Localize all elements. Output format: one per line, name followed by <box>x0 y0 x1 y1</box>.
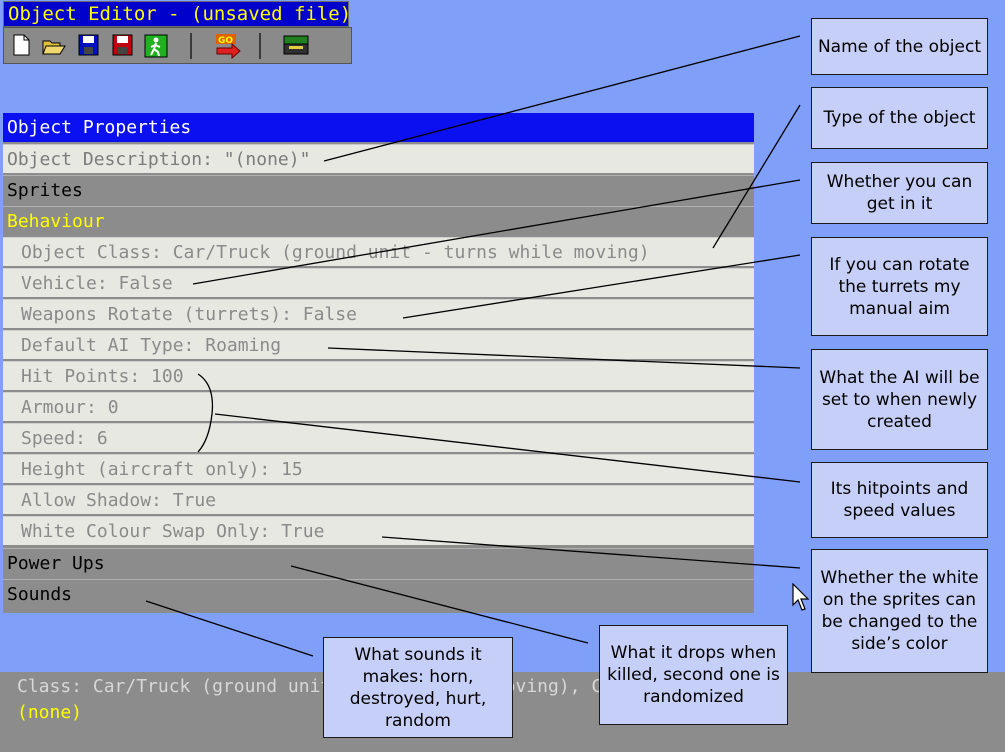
callout-vehicle: Whether you can get in it <box>811 162 988 224</box>
callout-sounds: What sounds it makes: horn, destroyed, h… <box>323 637 513 738</box>
callout-colour-swap: Whether the white on the sprites can be … <box>811 549 988 673</box>
behaviour-section[interactable]: Behaviour <box>3 206 754 235</box>
allow-shadow-row[interactable]: Allow Shadow: True <box>3 485 754 514</box>
mouse-cursor-icon <box>792 583 810 611</box>
default-ai-row[interactable]: Default AI Type: Roaming <box>3 330 754 359</box>
annotation-line <box>402 254 801 319</box>
callout-type: Type of the object <box>811 87 988 149</box>
status-crate-text: (none) <box>17 702 83 723</box>
save-icon[interactable] <box>77 34 99 56</box>
callout-power-ups: What it drops when killed, second one is… <box>599 625 788 725</box>
sprites-section[interactable]: Sprites <box>3 175 754 204</box>
callout-turrets: If you can rotate the turrets my manual … <box>811 237 988 336</box>
annotation-line <box>145 600 314 657</box>
object-class-row[interactable]: Object Class: Car/Truck (ground unit - t… <box>3 237 754 266</box>
sounds-section[interactable]: Sounds <box>3 579 754 608</box>
annotation-line <box>327 347 801 369</box>
annotation-line <box>712 104 801 249</box>
open-folder-icon[interactable] <box>42 34 66 56</box>
annotation-line <box>214 413 801 483</box>
object-properties-panel: Object Properties Object Description: "(… <box>3 113 754 613</box>
weapons-rotate-row[interactable]: Weapons Rotate (turrets): False <box>3 299 754 328</box>
annotation-line <box>290 565 589 644</box>
white-colour-swap-row[interactable]: White Colour Swap Only: True <box>3 516 754 545</box>
go-test-icon[interactable]: GO <box>214 34 242 60</box>
annotation-brace <box>197 373 214 453</box>
annotation-line <box>192 179 801 285</box>
height-row[interactable]: Height (aircraft only): 15 <box>3 454 754 483</box>
callout-ai: What the AI will be set to when newly cr… <box>811 349 988 450</box>
toolbar-separator <box>190 33 192 59</box>
annotation-line <box>323 35 801 162</box>
power-ups-section[interactable]: Power Ups <box>3 548 754 577</box>
toolbar-separator <box>259 33 261 59</box>
armour-row[interactable]: Armour: 0 <box>3 392 754 421</box>
go-label: GO <box>218 36 233 46</box>
callout-hitpoints: Its hitpoints and speed values <box>811 462 988 538</box>
callout-name: Name of the object <box>811 18 988 75</box>
build-icon[interactable] <box>283 34 309 56</box>
hit-points-row[interactable]: Hit Points: 100 <box>3 361 754 390</box>
speed-row[interactable]: Speed: 6 <box>3 423 754 452</box>
save-as-icon[interactable] <box>111 34 133 56</box>
exit-icon[interactable] <box>144 34 168 58</box>
toolbar: GO <box>3 27 352 64</box>
object-description-row[interactable]: Object Description: "(none)" <box>3 144 754 173</box>
object-properties-header[interactable]: Object Properties <box>3 113 754 142</box>
window-title: Object Editor - (unsaved file) <box>3 1 351 27</box>
new-file-icon[interactable] <box>10 34 32 56</box>
annotation-line <box>381 536 801 569</box>
